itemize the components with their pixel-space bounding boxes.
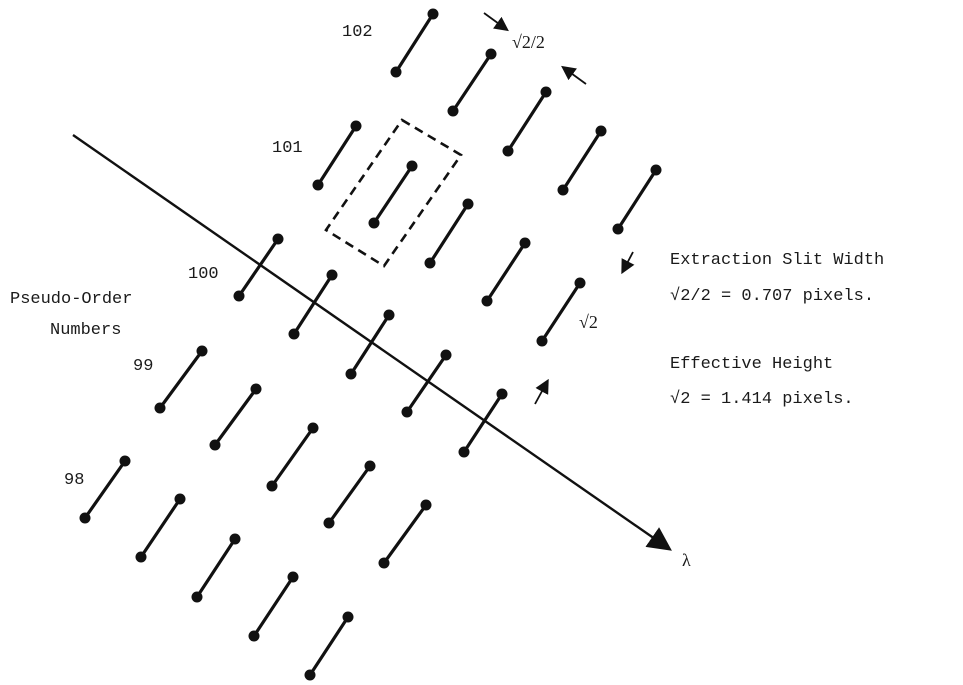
pixel-segment — [327, 464, 372, 525]
pixel-endpoint — [342, 611, 354, 623]
pixel-endpoint — [481, 295, 493, 307]
pixel-endpoint — [248, 630, 260, 642]
pixel-endpoint — [519, 237, 531, 249]
pixel-segment — [349, 313, 391, 376]
pixel-endpoint — [323, 517, 335, 529]
pixel-endpoint — [462, 198, 474, 210]
pixel-segment — [394, 12, 435, 74]
pixel-endpoint — [420, 499, 432, 511]
spacing-height-label: √2 — [579, 312, 598, 332]
pixel-segment — [451, 52, 493, 113]
pixel-segment — [195, 537, 237, 599]
effective-height-title: Effective Height — [670, 355, 833, 374]
order-label-101: 101 — [272, 139, 303, 158]
pixel-endpoint — [272, 233, 284, 245]
pixel-endpoint — [79, 512, 91, 524]
pixel-endpoint — [390, 66, 402, 78]
order-label-99: 99 — [133, 357, 153, 376]
pixel-segment — [462, 392, 504, 454]
pseudo-order-subtitle: Numbers — [50, 321, 121, 340]
pixel-endpoint — [191, 591, 203, 603]
pixel-endpoint — [174, 493, 186, 505]
pixel-segment — [213, 387, 258, 447]
pixel-segment — [405, 353, 448, 414]
pixel-endpoint — [595, 125, 607, 137]
pixel-endpoint — [196, 345, 208, 357]
pixel-endpoint — [154, 402, 166, 414]
spacing-width-label: √2/2 — [512, 32, 545, 52]
extraction-box — [324, 118, 463, 268]
pixel-endpoint — [536, 335, 548, 347]
pixel-endpoint — [502, 145, 514, 157]
pixel-segment — [270, 426, 315, 488]
pixel-endpoint — [540, 86, 552, 98]
pixel-endpoint — [233, 290, 245, 302]
pixel-endpoint — [496, 388, 508, 400]
slit-width-value: √2/2 = 0.707 pixels. — [670, 286, 874, 306]
pixel-segment — [252, 575, 295, 638]
pixel-segment — [83, 459, 127, 520]
pixel-endpoint — [383, 309, 395, 321]
pixel-endpoint — [304, 669, 316, 681]
lambda-label: λ — [682, 550, 691, 570]
order-label-100: 100 — [188, 265, 219, 284]
pixel-endpoint — [287, 571, 299, 583]
pixel-segments — [79, 8, 662, 681]
order-label-102: 102 — [342, 23, 373, 42]
pixel-segment — [506, 90, 548, 153]
pixel-segment — [237, 237, 280, 298]
pixel-endpoint — [364, 460, 376, 472]
pixel-segment — [428, 202, 470, 265]
pixel-endpoint — [650, 164, 662, 176]
order-label-98: 98 — [64, 471, 84, 490]
wavelength-axis — [72, 134, 672, 551]
pixel-endpoint — [266, 480, 278, 492]
pixel-endpoint — [427, 8, 439, 20]
pixel-endpoint — [209, 439, 221, 451]
pixel-endpoint — [312, 179, 324, 191]
pixel-endpoint — [574, 277, 586, 289]
width-arrow-top — [483, 12, 509, 32]
pixel-segment — [561, 129, 603, 192]
pixel-endpoint — [458, 446, 470, 458]
pixel-segment — [616, 168, 658, 231]
slit-width-title: Extraction Slit Width — [670, 251, 884, 270]
pixel-endpoint — [135, 551, 147, 563]
pixel-endpoint — [229, 533, 241, 545]
pixel-endpoint — [326, 269, 338, 281]
pixel-segment — [372, 164, 414, 225]
pixel-endpoint — [307, 422, 319, 434]
pseudo-order-title: Pseudo-Order — [10, 290, 132, 309]
pixel-endpoint — [406, 160, 418, 172]
pixel-segment — [316, 124, 358, 187]
pixel-endpoint — [345, 368, 357, 380]
pixel-endpoint — [119, 455, 131, 467]
pixel-endpoint — [440, 349, 452, 361]
pixel-endpoint — [424, 257, 436, 269]
pixel-endpoint — [288, 328, 300, 340]
pixel-endpoint — [250, 383, 262, 395]
height-arrow-bottom — [534, 378, 549, 405]
pixel-segment — [382, 503, 428, 565]
pixel-segment — [158, 349, 204, 410]
pixel-segment — [485, 241, 527, 303]
pixel-endpoint — [350, 120, 362, 132]
pixel-endpoint — [612, 223, 624, 235]
pixel-segment — [292, 273, 334, 336]
pixel-segment — [308, 615, 350, 677]
pixel-endpoint — [447, 105, 459, 117]
pixel-endpoint — [378, 557, 390, 569]
width-arrow-bottom — [561, 65, 587, 85]
pixel-endpoint — [485, 48, 497, 60]
pixel-segment — [139, 497, 182, 559]
pixel-endpoint — [401, 406, 413, 418]
pixel-endpoint — [368, 217, 380, 229]
pixel-endpoint — [557, 184, 569, 196]
effective-height-value: √2 = 1.414 pixels. — [670, 389, 854, 409]
pixel-segment — [540, 281, 582, 343]
height-arrow-top — [621, 251, 635, 275]
